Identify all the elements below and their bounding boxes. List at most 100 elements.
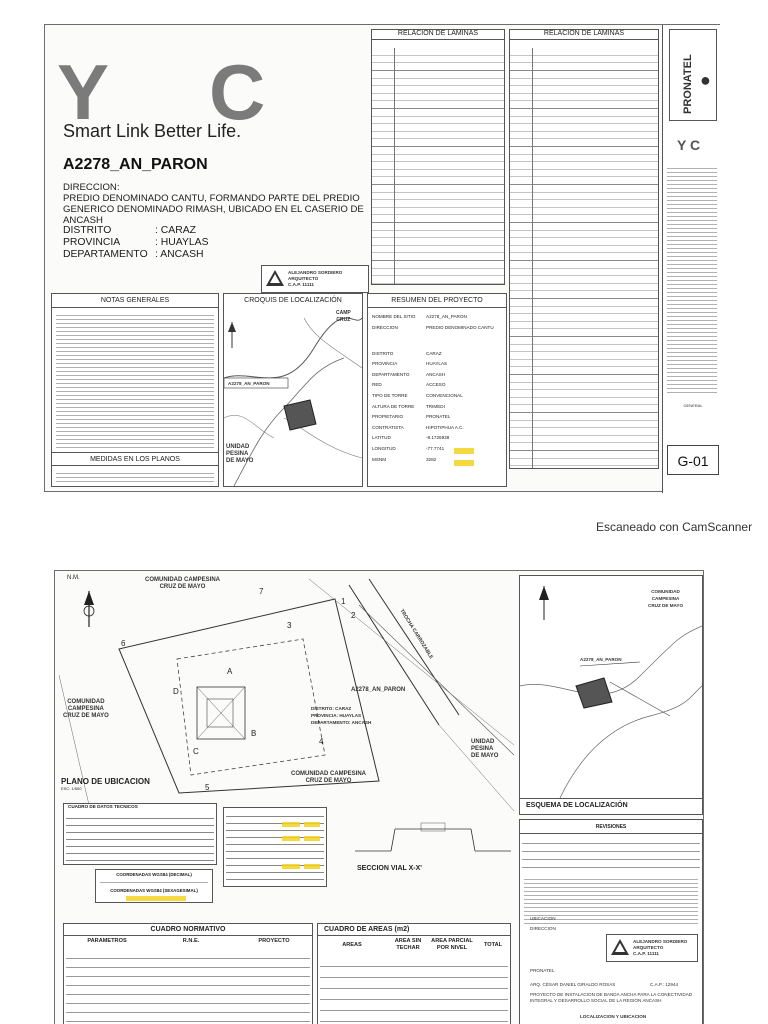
coord-row	[100, 879, 208, 885]
seccion-vial-drawing: SECCION VIAL X-X'	[351, 803, 515, 883]
stamp-line: C.A.P. 11111	[633, 951, 659, 956]
small-yc-logo: Y C	[677, 137, 701, 153]
field-provincia: PROVINCIA: HUAYLAS	[63, 237, 209, 248]
resumen-value: 3282	[426, 456, 437, 462]
vertex-6: 6	[121, 639, 126, 648]
field-value: : ANCASH	[155, 249, 204, 260]
profesional-name: ARQ. CÉSAR DANIEL GIRALDO ROSAS	[530, 982, 616, 987]
logo-letter-y: Y	[57, 48, 110, 136]
propietario-value: PRONATEL	[530, 968, 555, 973]
seccion-vial-title: SECCION VIAL X-X'	[357, 865, 422, 872]
sheet-number: G-01	[667, 445, 719, 475]
vertex-1: 1	[341, 597, 346, 606]
highlight-cell	[282, 836, 300, 841]
corner-a: A	[227, 667, 233, 676]
title-block-column: PRONATEL ● Y C GENERAL G-01	[662, 25, 721, 493]
resumen-value: PREDIO DENOMINADO CANTU	[426, 324, 494, 330]
stamp-logo-icon	[611, 939, 629, 955]
table-title: CUADRO NORMATIVO	[64, 924, 312, 936]
site-label: A2278_AN_PARON	[351, 687, 406, 693]
vertex-5: 5	[205, 783, 210, 792]
direccion-label: DIRECCION	[530, 926, 556, 931]
resumen-key: DEPARTAMENTO	[372, 371, 410, 377]
col-parametros: PARAMETROS	[87, 938, 127, 944]
field-departamento: DEPARTAMENTO: ANCASH	[63, 249, 204, 260]
resumen-key: LATITUD	[372, 435, 391, 441]
resumen-key: MSNM	[372, 456, 387, 462]
croquis-camp-label: CAMP CRUZ	[336, 310, 351, 323]
cuadro-coordenadas	[223, 807, 327, 887]
resumen-key: TIPO DE TORRE	[372, 392, 408, 398]
notes-text-block	[56, 312, 214, 448]
esquema-site-label: A2278_AN_PARON	[580, 657, 622, 662]
title-block: REVISIONES PRONATEL ALEJANDRO SORDIERO A…	[519, 819, 703, 1024]
table-title: RELACION DE LAMINAS	[510, 30, 658, 40]
resumen-key: ALTURA DE TORRE	[372, 403, 415, 409]
highlight-latitud	[454, 448, 474, 454]
project-fields	[524, 876, 698, 926]
resumen-key: DISTRITO	[372, 350, 394, 356]
stamp-line: C.A.P. 11111	[288, 282, 314, 287]
resumen-row: ALTURA DE TORRE TRIMEDI	[372, 404, 502, 415]
col-proyecto: PROYECTO	[258, 938, 290, 944]
north-label: N.M.	[67, 575, 80, 581]
coordenadas-block: COORDENADAS WGS84 (DECIMAL) COORDENADAS …	[95, 869, 213, 903]
resumen-row: DISTRITO CARAZ	[372, 351, 502, 362]
tagline: Smart Link Better Life.	[63, 121, 242, 141]
cuadro-areas: CUADRO DE AREAS (m2) AREAS AREA SIN TECH…	[317, 923, 511, 1024]
resumen-value: CARAZ	[426, 350, 442, 356]
table-rows	[320, 956, 508, 1024]
corner-d: D	[173, 687, 179, 696]
croquis-map	[224, 317, 362, 486]
relacion-laminas-table-2: RELACION DE LAMINAS	[509, 29, 659, 469]
direccion-label: DIRECCION:	[63, 182, 120, 193]
vertex-4: 4	[319, 737, 324, 746]
stamp-line: ARQUITECTO	[633, 945, 664, 950]
resumen-value: HUAYLAS	[426, 361, 448, 367]
resumen-value: CONVENCIONAL	[426, 392, 463, 398]
cuadro-datos-tecnicos: CUADRO DE DATOS TECNICOS	[63, 803, 217, 865]
field-value: : CARAZ	[155, 225, 196, 236]
esquema-map	[520, 586, 702, 798]
resumen-key: NOMBRE DEL SITIO	[372, 314, 416, 319]
col-rne: R.N.E.	[182, 938, 200, 944]
coordenadas-sexagesimal-title: COORDENADAS WGS84 (SEXAGESIMAL)	[110, 888, 198, 893]
field-value: : HUAYLAS	[155, 237, 209, 248]
resumen-row: MSNM 3282	[372, 457, 502, 468]
title-block-fields	[667, 165, 717, 395]
yc-logo: Y C	[53, 53, 265, 131]
resumen-row: TIPO DE TORRE CONVENCIONAL	[372, 393, 502, 404]
table-rows	[66, 950, 310, 1024]
resumen-key: LONGITUD	[372, 445, 396, 451]
highlight-cell	[304, 822, 320, 827]
resumen-row: LONGITUD-77.7741	[372, 446, 502, 457]
cuadro-normativo: CUADRO NORMATIVO PARAMETROS R.N.E. PROYE…	[63, 923, 313, 1024]
resumen-value: PRONATEL	[426, 414, 451, 420]
plano-ubicacion-title: PLANO DE UBICACION ESC: 1/500	[61, 777, 150, 791]
resumen-value: TRIMEDI	[426, 403, 445, 409]
highlight-cell	[282, 864, 300, 869]
plano-label: LOCALIZACION Y UBICACION	[580, 1014, 647, 1019]
croquis-community-label: UNIDAD PESINA DE MAYO	[226, 444, 254, 464]
resumen-key: RED	[372, 382, 382, 388]
resumen-value: ANCASH	[426, 371, 446, 377]
table-title: CUADRO DE DATOS TECNICOS	[68, 804, 138, 809]
croquis-panel: CROQUIS DE LOCALIZACIÓN A2278_AN_PARON U…	[223, 293, 363, 487]
direccion-text: PREDIO DENOMINADO CANTU, FORMANDO PARTE …	[63, 193, 364, 226]
col-area-sin-techar: AREA SIN TECHAR	[394, 938, 422, 951]
seccion-vial-svg	[355, 822, 511, 852]
resumen-value: HIPOTIPHUA A.C.	[426, 424, 464, 430]
table-rows	[66, 812, 214, 862]
col-total: TOTAL	[483, 942, 503, 948]
stamp-line: ARQUITECTO	[288, 276, 319, 281]
